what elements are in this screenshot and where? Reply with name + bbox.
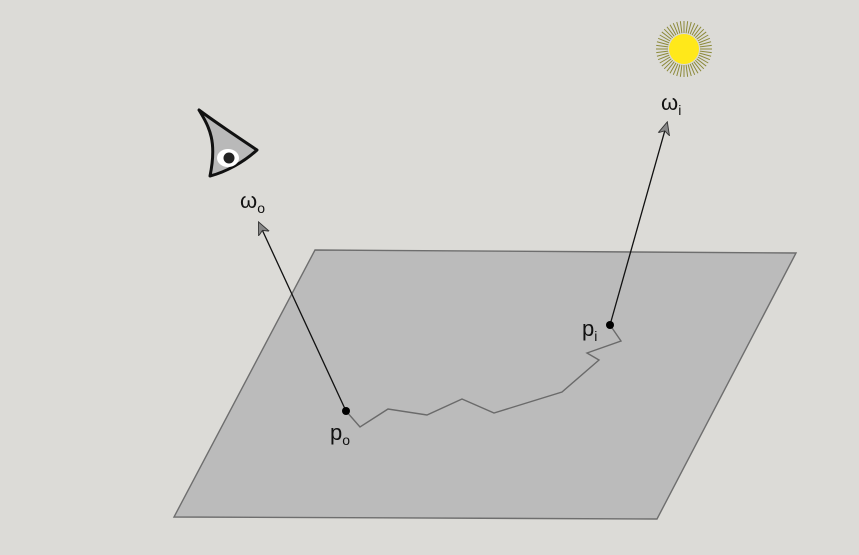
sun-ray [687,21,692,34]
sun-ray [691,24,699,36]
sun-ray [697,34,709,42]
sun-ray [696,58,707,67]
sun-ray [657,54,670,61]
label-omega-o: ωo [240,188,265,216]
sun-ray [687,64,692,77]
exit-point-dot [342,407,350,415]
sun-ray [694,28,705,39]
sun-ray [693,61,702,72]
sun-ray [672,63,679,76]
sun-ray [669,24,677,36]
sun-ray [661,58,672,67]
sun-ray [669,62,677,74]
sun-ray [656,52,669,57]
sun-icon [656,21,712,77]
sun-ray [657,37,670,44]
sun-ray [689,22,696,35]
sun-ray [661,31,672,40]
sun-ray [676,64,681,77]
sun-ray [659,34,671,42]
label-p-o: po [330,420,350,448]
sun-ray [672,22,679,35]
sun-ray [685,64,689,77]
sun-ray [696,31,707,40]
sun-ray [699,41,712,46]
sun-ray [698,54,711,61]
sun-ray [698,37,711,44]
sun-ray [689,63,696,76]
sun-ray [656,50,669,54]
sun-ray [699,44,712,48]
sun-ray [676,21,681,34]
sun-ray [699,50,712,54]
sun-ray [666,26,675,37]
sun-ray [685,21,689,34]
scattering-path [345,324,623,428]
sun-ray [656,44,669,48]
label-p-i: pi [582,316,597,344]
sun-ray [679,21,683,34]
sun-ray [699,52,712,57]
sun-ray [697,56,709,64]
sun-ray [659,56,671,64]
label-omega-i: ωi [661,90,681,118]
sun-ray [691,62,699,74]
sun-ray [666,61,675,72]
sun-ray [656,41,669,46]
sun-ray [694,59,705,70]
sun-ray [693,26,702,37]
incident-ray-arrow [609,123,667,326]
eye-icon [197,108,259,178]
sun-ray [679,64,683,77]
entry-point-dot [606,321,614,329]
sun-ray [663,59,674,70]
surface-plane [172,249,798,520]
outgoing-ray-arrow [259,223,347,412]
sun-ray [663,28,674,39]
